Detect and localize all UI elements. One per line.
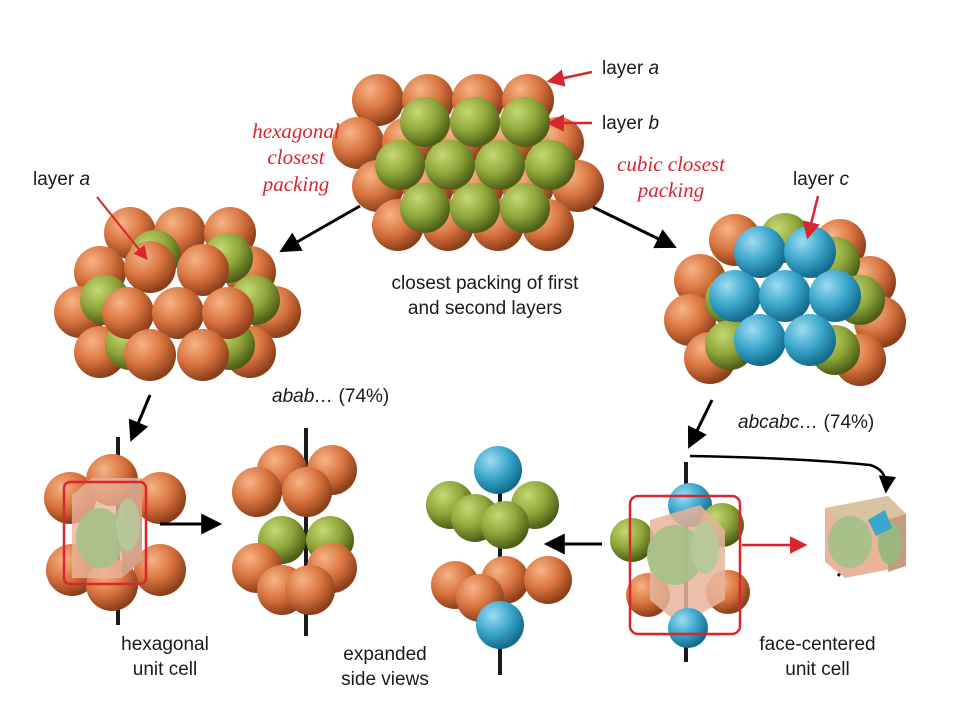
label-layer-b-top: layer b (602, 113, 660, 134)
label-abcabc: abcabc… (74%) (738, 412, 875, 433)
label-abab: abab… (74%) (272, 386, 390, 407)
top-layers-ab-cluster (332, 74, 604, 251)
hexagonal-unit-cell-model (44, 437, 186, 625)
label-hexagonal-unit-cell: hexagonal unit cell (121, 634, 209, 680)
right-ccp-cluster (664, 213, 906, 386)
left-top-layer-a (102, 241, 254, 381)
left-hcp-cluster (54, 207, 301, 381)
flow-arrows (128, 204, 897, 555)
abcabc-side-view-model (426, 446, 572, 675)
label-layer-a-left: layer a (33, 169, 91, 190)
abab-side-view-model (232, 428, 357, 636)
label-cubic-closest-packing: cubic closest packing (617, 152, 725, 203)
label-closest-packing-first-second: closest packing of first and second laye… (391, 273, 579, 319)
label-layer-a-top: layer a (602, 58, 660, 79)
label-pointer-arrows (96, 69, 820, 554)
right-top-layer-c (709, 226, 861, 366)
label-face-centered-unit-cell: face-centered unit cell (759, 634, 876, 680)
hexagonal-cell-highlight-box (62, 480, 148, 586)
label-layer-c-right: layer c (793, 169, 849, 190)
label-expanded-side-views: expanded side views (341, 644, 429, 690)
fcc-cube-model (825, 496, 906, 578)
label-hexagonal-closest-packing: hexagonal closest packing (252, 119, 340, 196)
face-centered-cell-highlight-box (628, 494, 742, 636)
face-centered-unit-cell-model (610, 462, 750, 662)
top-layer-b-spheres (375, 97, 575, 233)
